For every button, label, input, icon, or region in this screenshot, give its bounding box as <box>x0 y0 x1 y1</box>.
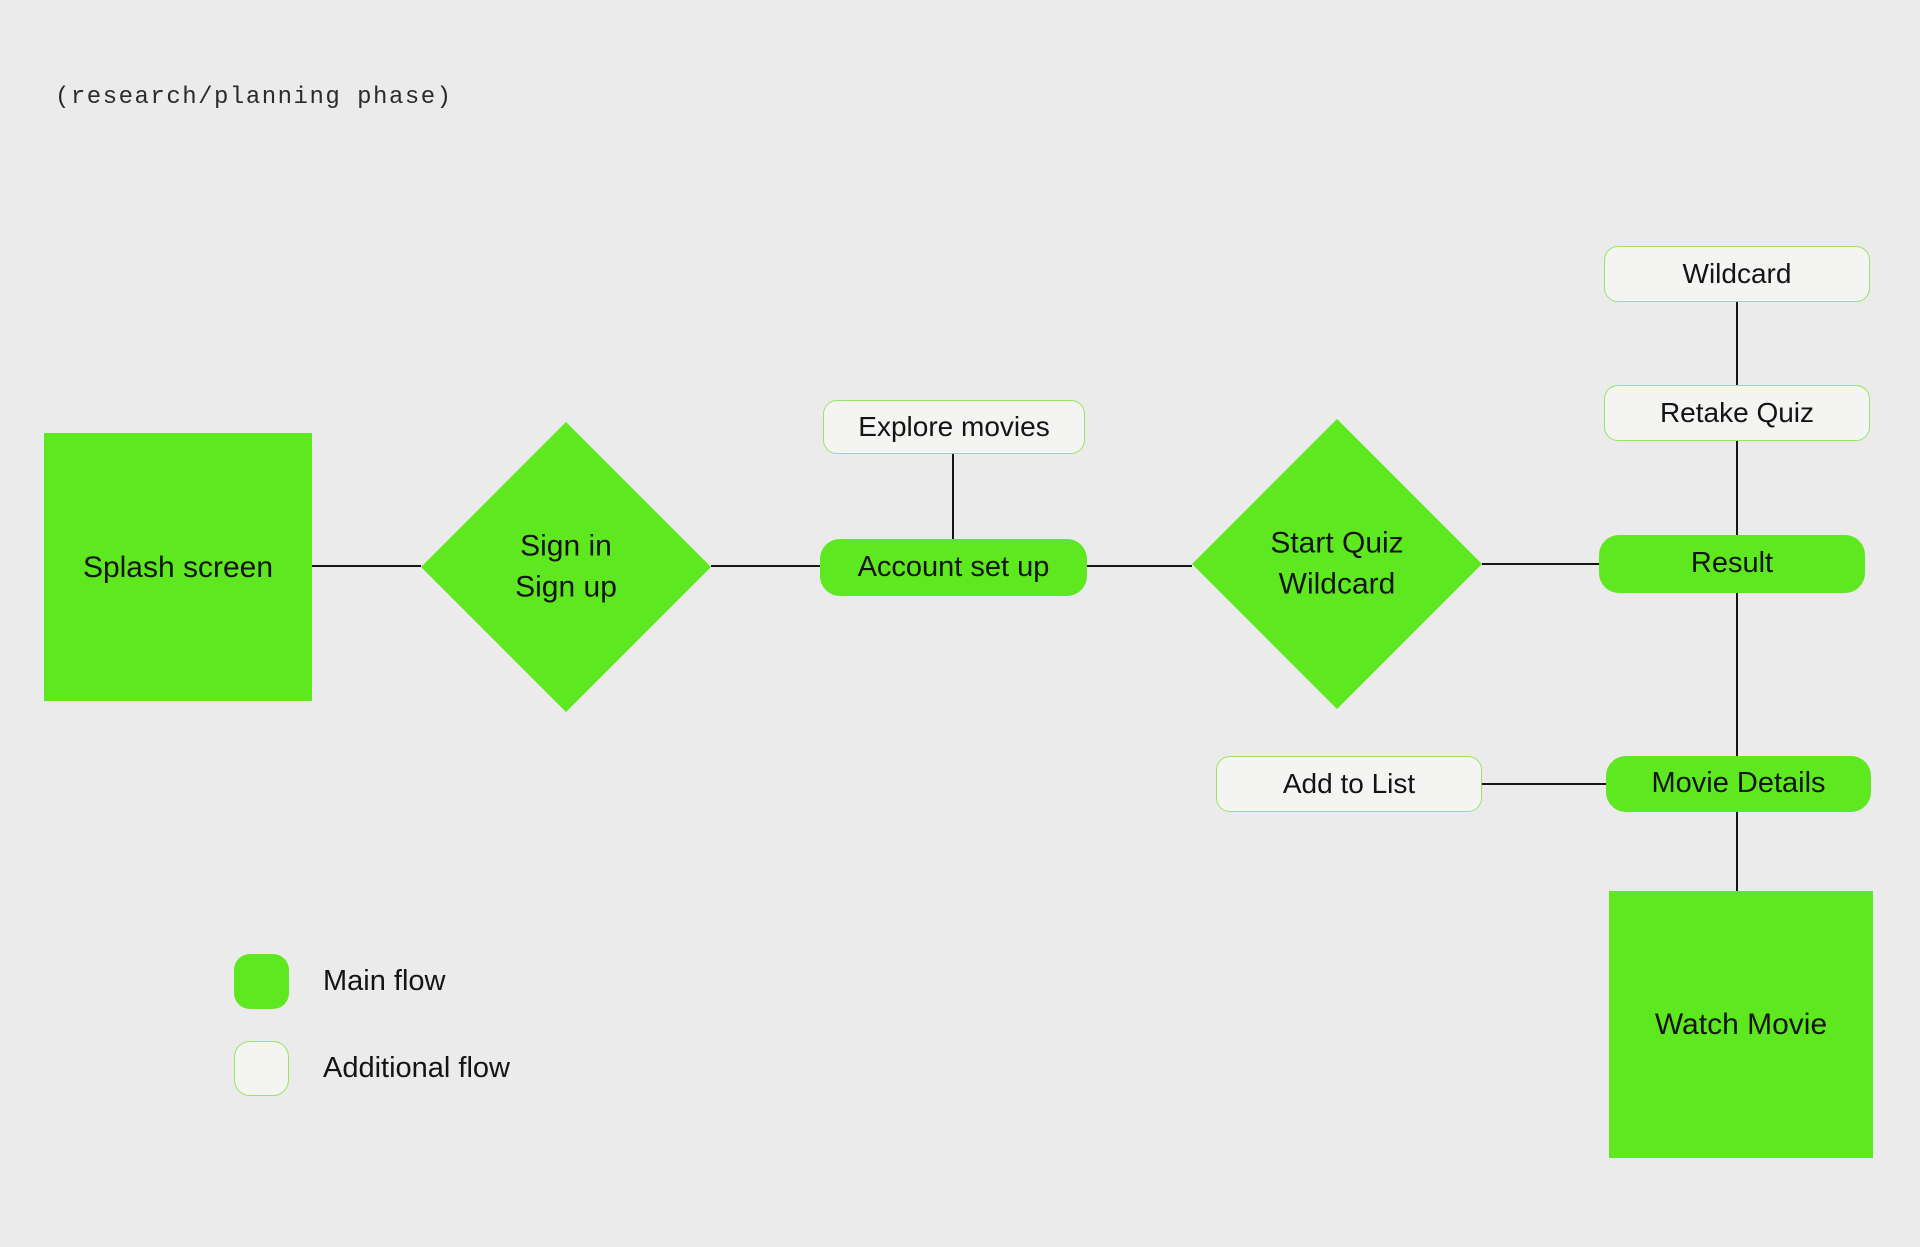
node-account-set-up-label: Account set up <box>857 550 1050 583</box>
wildcard-line: Wildcard <box>1278 567 1396 600</box>
legend-row-main-flow: Main flow <box>234 954 510 1009</box>
connector-wildcard-to-retake <box>1736 302 1738 385</box>
node-wildcard-label: Wildcard <box>1682 257 1792 289</box>
connector-startquiz-to-result <box>1482 563 1599 565</box>
connector-addtolist-to-moviedetails <box>1482 783 1606 785</box>
node-result: Result <box>1599 535 1865 593</box>
legend-label-additional-flow: Additional flow <box>323 1052 510 1084</box>
node-watch-movie: Watch Movie <box>1609 891 1873 1158</box>
node-explore-movies-label: Explore movies <box>858 410 1050 442</box>
phase-title: (research/planning phase) <box>55 84 453 111</box>
legend-row-additional-flow: Additional flow <box>234 1041 510 1096</box>
connector-moviedetails-to-watchmovie <box>1736 812 1738 891</box>
connector-account-to-startquiz <box>1087 565 1192 567</box>
connector-splash-to-signin <box>312 565 421 567</box>
node-movie-details-label: Movie Details <box>1651 767 1826 800</box>
start-quiz-line: Start Quiz <box>1270 526 1404 560</box>
node-add-to-list-label: Add to List <box>1282 767 1416 799</box>
connector-retake-to-result <box>1736 441 1738 535</box>
node-splash-screen-label: Splash screen <box>82 550 274 584</box>
node-sign-in-sign-up: Sign in Sign up <box>421 422 711 712</box>
sign-up-line: Sign up <box>515 570 617 603</box>
legend-swatch-additional-flow <box>234 1041 289 1096</box>
connector-explore-to-account <box>952 454 954 539</box>
node-account-set-up: Account set up <box>820 539 1087 596</box>
node-explore-movies: Explore movies <box>823 400 1085 454</box>
legend-swatch-main-flow <box>234 954 289 1009</box>
legend-label-main-flow: Main flow <box>323 965 446 997</box>
node-sign-in-sign-up-label: Sign in Sign up <box>421 527 711 608</box>
sign-in-line: Sign in <box>520 529 612 563</box>
node-retake-quiz-label: Retake Quiz <box>1659 396 1815 428</box>
node-retake-quiz: Retake Quiz <box>1604 385 1870 441</box>
legend: Main flow Additional flow <box>234 954 510 1128</box>
connector-result-to-moviedetails <box>1736 593 1738 756</box>
node-start-quiz-wildcard-label: Start Quiz Wildcard <box>1192 524 1482 605</box>
node-splash-screen: Splash screen <box>44 433 312 701</box>
node-watch-movie-label: Watch Movie <box>1654 1008 1828 1041</box>
node-result-label: Result <box>1690 547 1774 580</box>
connector-signin-to-account <box>711 565 820 567</box>
node-movie-details: Movie Details <box>1606 756 1871 812</box>
node-add-to-list: Add to List <box>1216 756 1482 812</box>
node-start-quiz-wildcard: Start Quiz Wildcard <box>1192 419 1482 709</box>
node-wildcard: Wildcard <box>1604 246 1870 302</box>
